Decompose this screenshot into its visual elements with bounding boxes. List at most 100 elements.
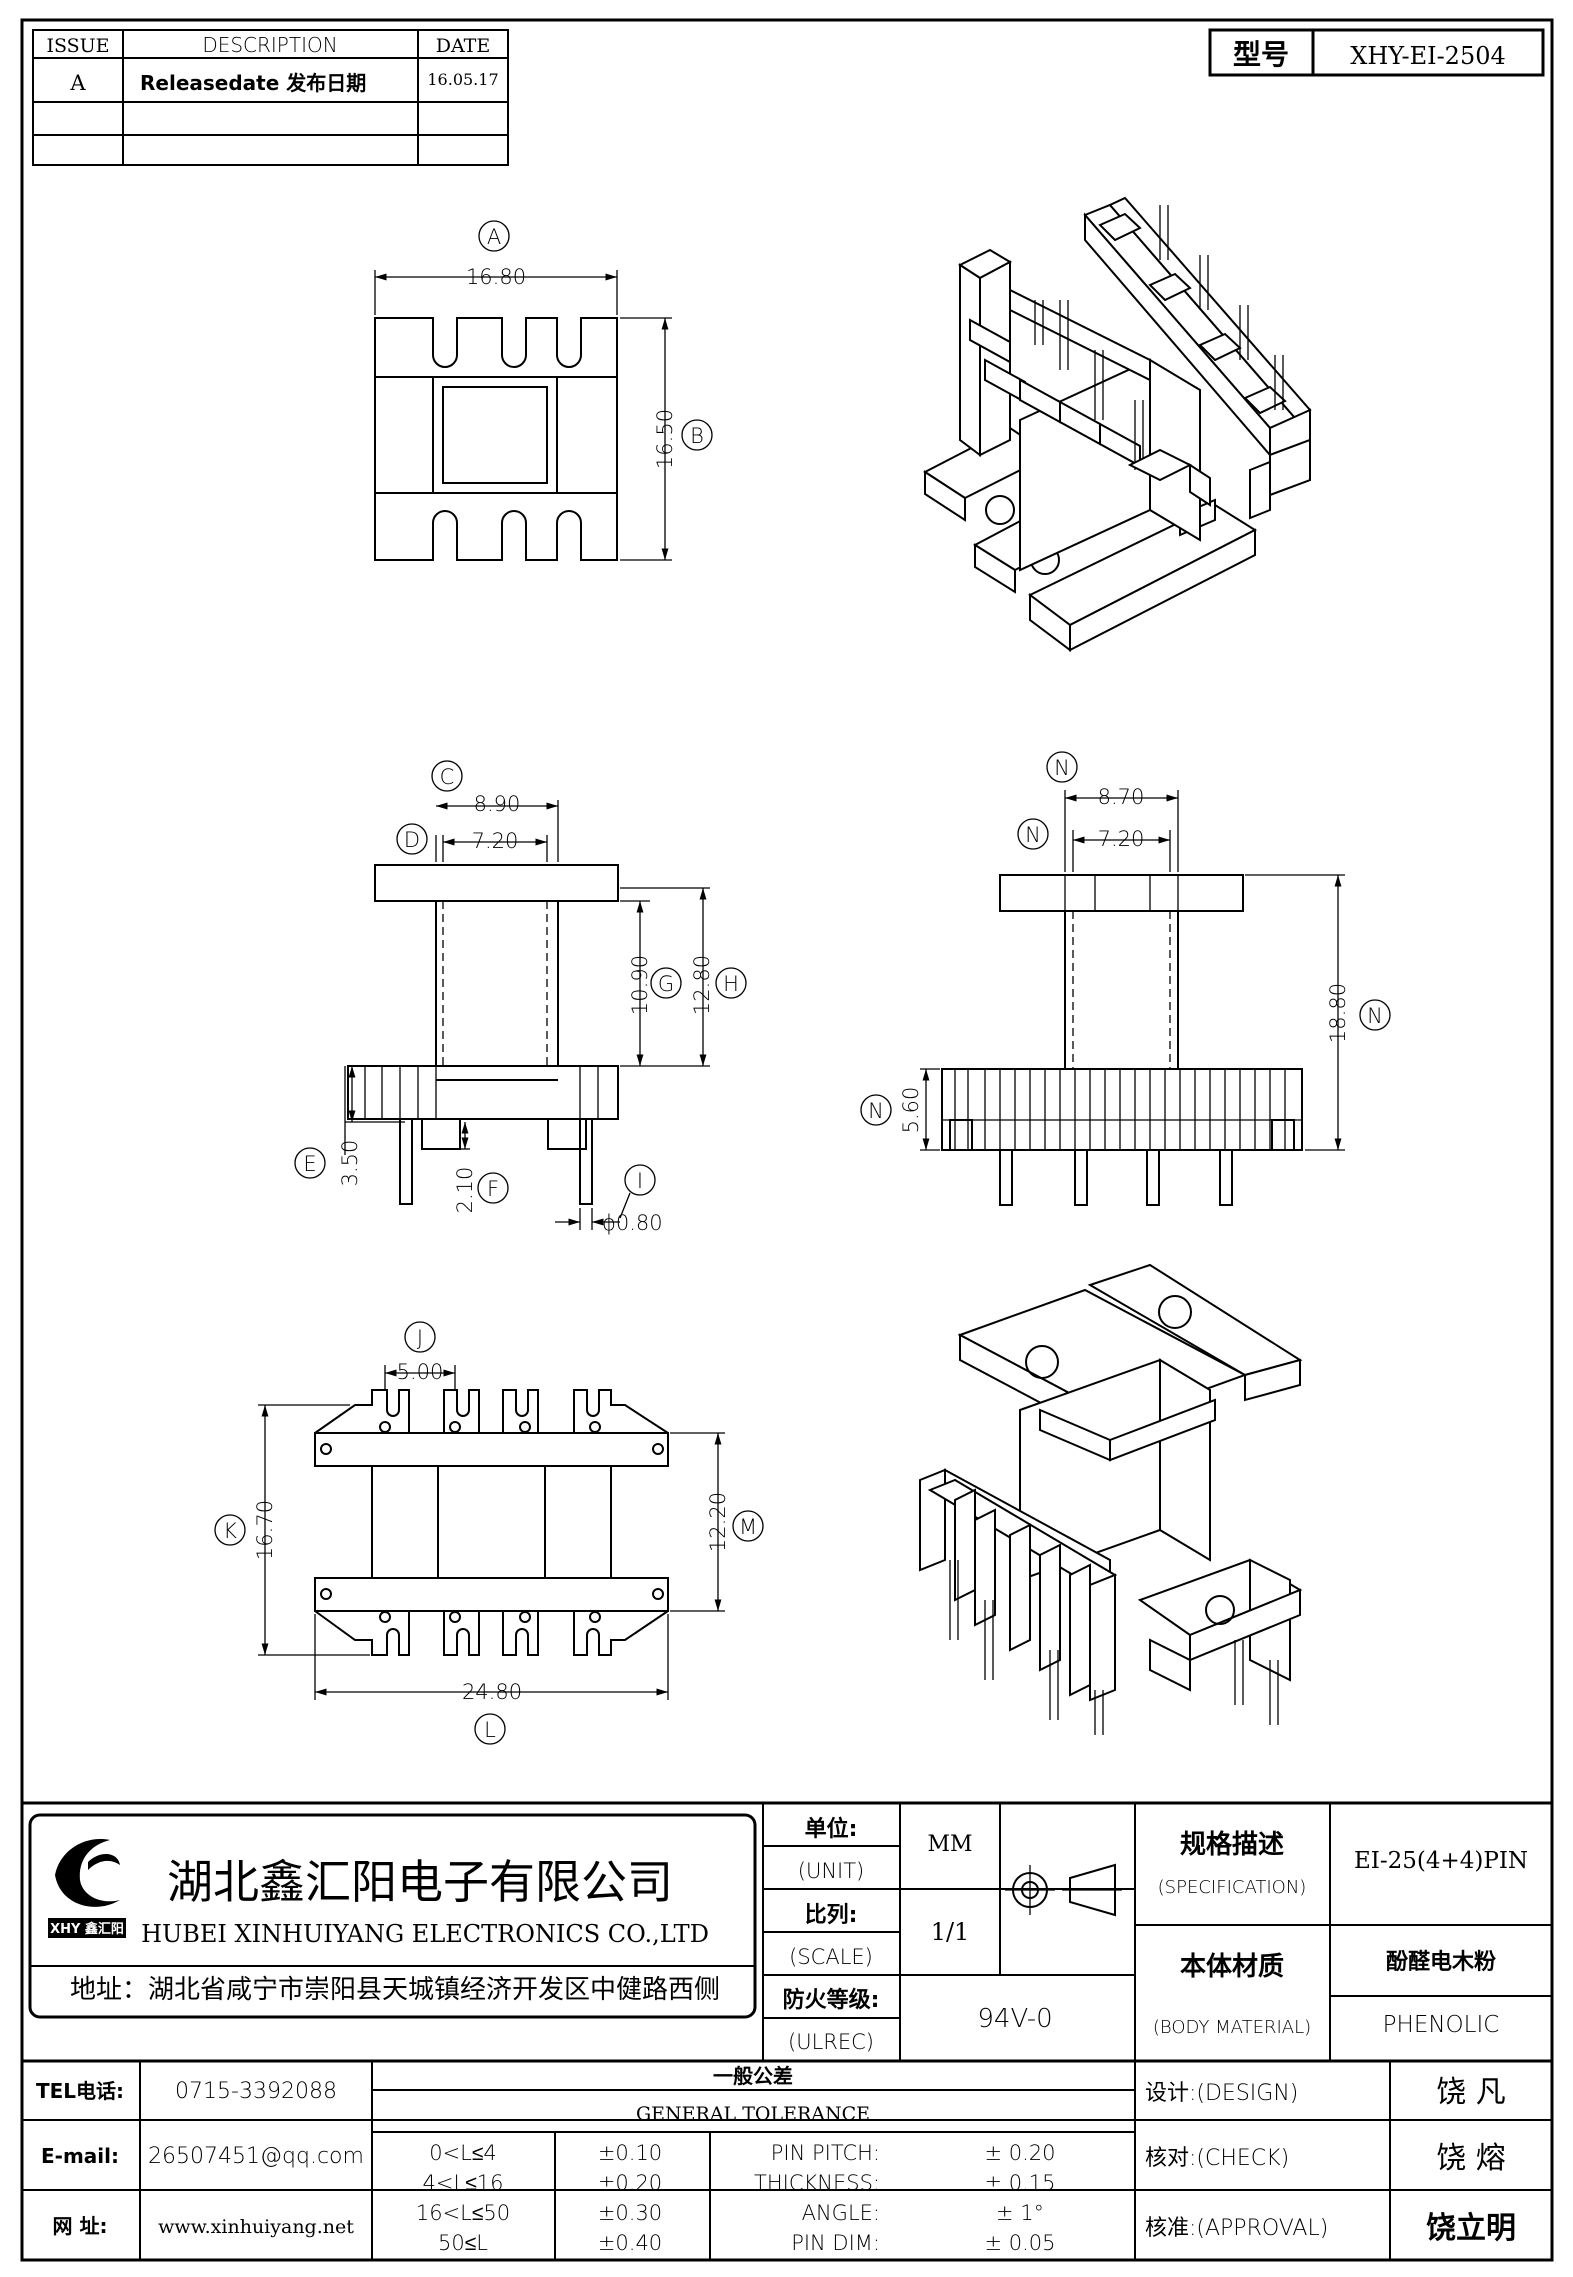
balloon-K: K [223,1519,237,1543]
balloon-J: J [417,1326,423,1350]
approval-design-name: 饶 凡 [1436,2075,1506,2110]
top-view [374,270,672,561]
tol-val-1: ± 0.20 [984,2141,1055,2165]
balloon-A: A [487,225,501,249]
approval-check-label: 核对:(CHECK) [1145,2146,1289,2171]
tolerance-title-cn: 一般公差 [713,2064,793,2088]
revision-header-issue: ISSUE [46,35,109,57]
balloon-N-3: N [1367,1004,1383,1028]
scale-label-en: (SCALE) [789,1945,873,1969]
dim-I-value: ϕ0.80 [602,1211,663,1235]
tol-name-3: ANGLE: [802,2201,880,2225]
balloon-N-2: N [1025,823,1041,847]
tol-range-2: 4<L≤16 [423,2171,504,2195]
revision-issue-cell: A [69,71,86,95]
tol-name-1: PIN PITCH: [771,2141,880,2165]
logo-text: XHY 鑫汇阳 [50,1921,124,1937]
fire-label-en: (ULREC) [788,2030,874,2054]
balloons: A B C D G H E F I N N N N J K M L [214,220,1391,1745]
model-box: 型号 XHY-EI-2504 [1208,28,1545,77]
material-value-cn: 酚醛电木粉 [1386,1950,1496,1975]
front-view [344,800,710,1230]
spec-label: 规格描述 [1180,1829,1284,1860]
tol-val-2: ± 0.15 [984,2171,1055,2195]
revision-header-description: DESCRIPTION [202,33,337,57]
unit-label-en: (UNIT) [798,1859,865,1883]
dim-A-value: 16.80 [466,265,526,289]
tol-val-3: ± 1° [996,2201,1044,2225]
tol-value-1: ±0.10 [598,2141,662,2165]
tol-value-2: ±0.20 [598,2171,662,2195]
isometric-view-top [923,196,1312,652]
company-name-en: HUBEI XINHUIYANG ELECTRONICS CO.,LTD [141,1920,709,1948]
balloon-I: I [637,1169,643,1193]
projection-symbol-icon [1005,1863,1122,1917]
material-label: 本体材质 [1180,1952,1284,1982]
approval-design-label: 设计:(DESIGN) [1145,2081,1298,2106]
tol-name-4: PIN DIM: [791,2231,880,2255]
tel-label: TEL电话: [36,2079,124,2103]
balloon-L: L [484,1718,496,1742]
dim-L-value: 24.80 [462,1680,522,1704]
fire-value: 94V-0 [977,2004,1052,2034]
balloon-C: C [440,765,455,789]
side-view [920,790,1345,1206]
spec-value: EI-25(4+4)PIN [1354,1848,1528,1874]
scale-value: 1/1 [931,1918,970,1946]
isometric-view-bottom [919,1263,1303,1735]
unit-label: 单位: [805,1816,858,1842]
material-value-en: PHENOLIC [1383,2012,1500,2038]
balloon-F: F [487,1177,499,1201]
title-block: 单位: (UNIT) MM 比列: (SCALE) 1/1 防火等级: (ULR… [22,1801,1552,2063]
balloon-N-1: N [1054,756,1070,780]
tol-value-4: ±0.40 [598,2231,662,2255]
balloon-N-4: N [868,1099,884,1123]
company-address: 地址：湖北省咸宁市崇阳县天城镇经济开发区中健路西侧 [70,1975,720,2005]
tel-value[interactable]: 0715-3392088 [175,2079,337,2104]
material-label-en: (BODY MATERIAL) [1153,2017,1311,2038]
tolerance-title-en: GENERAL TOLERANCE [636,2103,870,2125]
unit-value: MM [927,1832,972,1857]
tol-range-4: 50≤L [438,2231,488,2255]
dim-J-value: 5.00 [397,1360,444,1384]
balloon-G: G [658,972,674,996]
sheet-border [20,18,1554,2262]
company-name-cn: 湖北鑫汇阳电子有限公司 [167,1855,673,1909]
dim-N4-value: 5.60 [899,1087,923,1134]
bottom-view [258,1365,725,1700]
tol-range-1: 0<L≤4 [429,2141,497,2165]
revision-date-cell: 16.05.17 [427,70,498,89]
email-value[interactable]: 26507451@qq.com [148,2144,364,2169]
model-value: XHY-EI-2504 [1350,42,1506,70]
dim-E-value: 3.50 [338,1140,362,1187]
tol-value-3: ±0.30 [598,2201,662,2225]
balloon-M: M [739,1515,757,1539]
model-label: 型号 [1233,38,1289,71]
fire-label: 防火等级: [783,1987,880,2013]
balloon-E: E [303,1152,316,1176]
tol-val-4: ± 0.05 [984,2231,1055,2255]
email-label: E-mail: [41,2144,119,2168]
dim-D-value: 7.20 [472,829,519,853]
scale-label: 比列: [805,1903,858,1928]
revision-table: ISSUE DESCRIPTION DATE A Releasedate 发布日… [32,29,509,166]
revision-header-date: DATE [436,35,490,57]
web-value[interactable]: www.xinhuiyang.net [158,2216,354,2238]
bottom-table: TEL电话: 0715-3392088 E-mail: 26507451@qq.… [22,2061,1552,2260]
tol-range-3: 16<L≤50 [416,2201,510,2225]
web-label: 网 址: [53,2214,108,2238]
spec-label-en: (SPECIFICATION) [1158,1877,1307,1898]
dim-H-value: 12.80 [690,955,714,1015]
dim-G-value: 10.90 [628,955,652,1015]
balloon-D: D [404,828,420,852]
approval-check-name: 饶 熔 [1436,2141,1506,2176]
tol-name-2: THICKNESS: [754,2171,880,2195]
dim-F-value: 2.10 [453,1167,477,1214]
approval-approval-label: 核准:(APPROVAL) [1145,2216,1328,2241]
approval-approval-name: 饶立明 [1426,2211,1516,2246]
balloon-H: H [723,972,739,996]
balloon-B: B [690,424,704,448]
dim-M-value: 12.20 [706,1492,730,1552]
